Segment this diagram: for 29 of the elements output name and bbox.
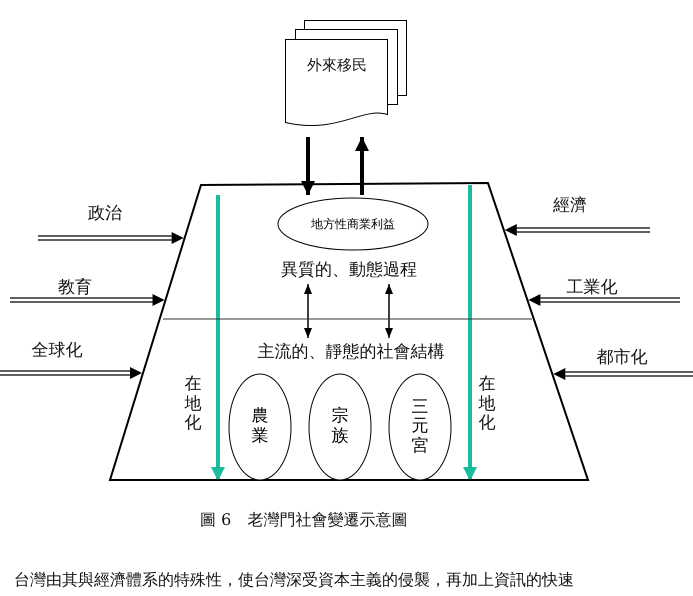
arrow (304, 284, 312, 338)
edge-label: 政治 (88, 202, 122, 224)
ellipse: 三元宮 (388, 373, 452, 481)
document-label: 外來移民 (307, 56, 367, 75)
arrow (37, 232, 184, 244)
arrow (528, 294, 681, 306)
arrow (9, 294, 165, 306)
arrow (504, 224, 651, 236)
arrow (211, 195, 225, 481)
arrow (0, 367, 142, 379)
edge-label: 經濟 (553, 194, 587, 216)
edge-label: 都市化 (596, 346, 648, 368)
edge-label: 工業化 (566, 276, 618, 298)
arrow (385, 284, 393, 338)
arrow (553, 368, 693, 380)
process-label: 異質的、動態過程 (280, 259, 418, 281)
arrow (355, 137, 369, 195)
edge-label: 全球化 (32, 340, 82, 362)
ellipse: 地方性商業利益 (277, 197, 429, 251)
caption: 圖 6 老灣門社會變遷示意圖 (200, 510, 408, 531)
arrow (301, 137, 315, 195)
ellipse: 宗族 (308, 373, 372, 481)
edge-label: 在地化 (478, 375, 496, 434)
ellipse: 農業 (228, 373, 292, 481)
process-label: 主流的、靜態的社會結構 (256, 341, 446, 363)
edge-label: 教育 (58, 276, 92, 298)
edge-label: 在地化 (184, 375, 202, 434)
arrow (463, 185, 477, 481)
body-text: 台灣由其與經濟體系的特殊性，使台灣深受資本主義的侵襲，再加上資訊的快速 (14, 570, 574, 590)
